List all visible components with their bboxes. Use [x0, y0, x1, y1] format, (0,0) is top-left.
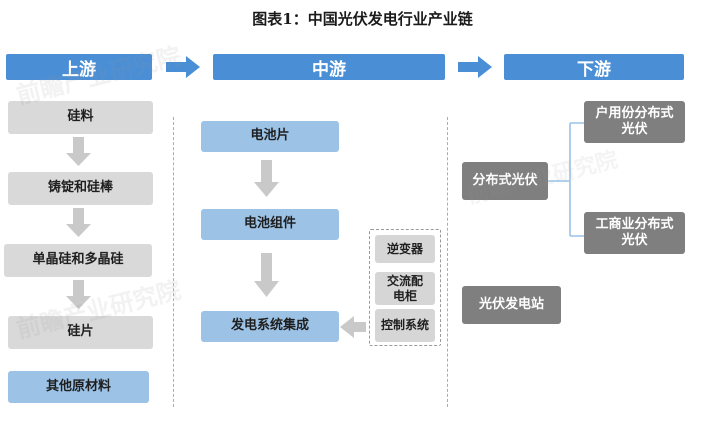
header-midstream: 中游: [213, 54, 445, 80]
bracket-connector: [548, 122, 584, 237]
node-ac-cabinet: 交流配电柜: [375, 272, 435, 305]
node-other-materials: 其他原材料: [8, 371, 149, 403]
header-upstream: 上游: [6, 54, 152, 80]
node-distributed-pv: 分布式光伏: [462, 162, 548, 200]
diagram-title: 图表1：中国光伏发电行业产业链: [252, 10, 473, 28]
down-arrow-icon: [66, 137, 91, 166]
header-arrow-icon: [458, 56, 492, 78]
node-household-pv: 户用份分布式光伏: [584, 101, 685, 143]
node-pv-power-station: 光伏发电站: [462, 286, 561, 324]
down-arrow-icon: [66, 208, 91, 237]
separator-line: [173, 117, 174, 407]
node-module: 电池组件: [201, 209, 339, 240]
node-cell: 电池片: [201, 121, 339, 152]
header-arrow-icon: [166, 56, 200, 78]
node-control-system: 控制系统: [375, 309, 435, 342]
left-arrow-icon: [340, 316, 366, 338]
down-arrow-icon: [254, 253, 279, 297]
down-arrow-icon: [66, 280, 91, 309]
down-arrow-icon: [254, 160, 279, 197]
separator-line: [447, 117, 448, 407]
header-downstream: 下游: [504, 54, 684, 80]
node-mono-poly-silicon: 单晶硅和多晶硅: [4, 244, 152, 277]
node-inverter: 逆变器: [375, 235, 435, 263]
node-system-integration: 发电系统集成: [201, 311, 339, 342]
node-commercial-pv: 工商业分布式光伏: [584, 212, 685, 254]
node-ingot-rod: 铸锭和硅棒: [8, 172, 153, 205]
equipment-group: [369, 229, 441, 346]
node-silicon-material: 硅料: [8, 101, 153, 134]
node-wafer: 硅片: [8, 316, 153, 349]
